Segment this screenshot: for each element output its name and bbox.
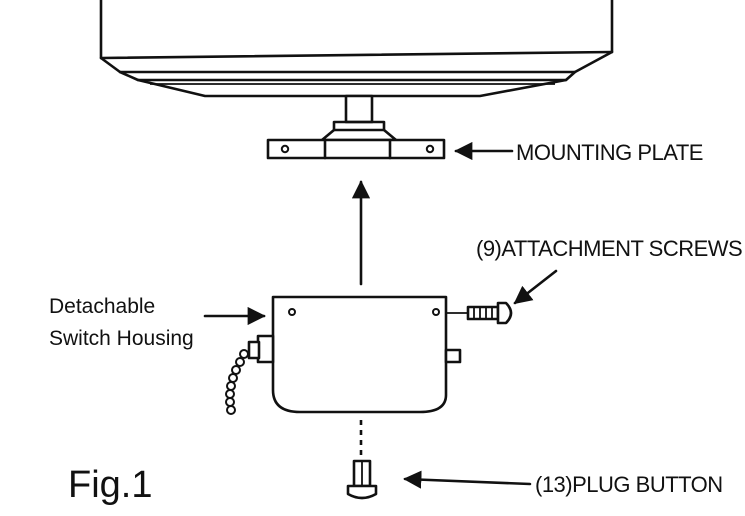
downrod — [320, 94, 398, 142]
switch-housing-label-line2: Switch Housing — [49, 327, 194, 350]
plate-hole-right — [425, 144, 435, 154]
housing-hole-right — [432, 308, 440, 316]
housing-hole-left — [288, 308, 296, 316]
attachment-screw — [447, 301, 513, 325]
fan-body — [99, 0, 614, 98]
attachment-screws-label: (9)ATTACHMENT SCREWS — [476, 236, 742, 261]
figure-caption: Fig.1 — [68, 464, 152, 506]
plug-button — [346, 459, 378, 500]
switch-housing — [247, 295, 462, 414]
attachment-screw-arrow — [513, 269, 558, 305]
pull-chain — [225, 349, 249, 415]
mounting-plate — [266, 138, 446, 160]
mounting-plate-label: MOUNTING PLATE — [516, 140, 703, 165]
plug-button-arrow — [403, 470, 532, 489]
plug-button-label: (13)PLUG BUTTON — [535, 472, 723, 497]
switch-housing-label-line1: Detachable — [49, 295, 155, 318]
plate-hole-left — [280, 144, 290, 154]
